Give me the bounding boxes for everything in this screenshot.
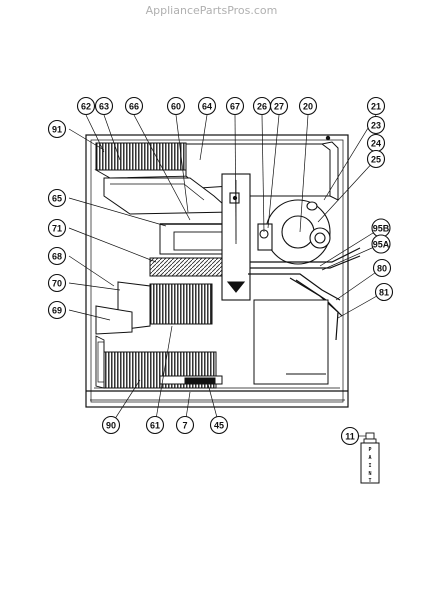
- callout-label-27: 27: [274, 102, 284, 112]
- callout-label-7: 7: [182, 421, 187, 431]
- callout-71: 71: [47, 218, 67, 238]
- callout-label-45: 45: [214, 421, 224, 431]
- callout-67: 67: [225, 96, 245, 116]
- callout-70: 70: [47, 273, 67, 293]
- callout-label-70: 70: [52, 279, 62, 289]
- callout-label-65: 65: [52, 194, 62, 204]
- callout-label-11: 11: [345, 432, 355, 442]
- callout-27: 27: [269, 96, 289, 116]
- callout-label-95B: 95B: [373, 224, 390, 234]
- callout-label-24: 24: [371, 139, 381, 149]
- callout-label-25: 25: [371, 155, 381, 165]
- callout-label-80: 80: [377, 264, 387, 274]
- paint-can-letter-p: P: [368, 447, 371, 453]
- paint-can-letter-i: I: [368, 463, 371, 469]
- callout-21: 21: [366, 96, 386, 116]
- top-shroud: [185, 141, 339, 201]
- callout-label-91: 91: [52, 125, 62, 135]
- callout-label-61: 61: [150, 421, 160, 431]
- callout-66: 66: [124, 96, 144, 116]
- callout-23: 23: [366, 115, 386, 135]
- callout-24: 24: [366, 133, 386, 153]
- callout-62: 62: [76, 96, 96, 116]
- callout-label-20: 20: [303, 102, 313, 112]
- callout-label-68: 68: [52, 252, 62, 262]
- upper-coil: [94, 142, 198, 179]
- callout-95A: 95A: [371, 234, 391, 254]
- callout-7: 7: [175, 415, 195, 435]
- paint-can: P A I N T: [360, 432, 380, 484]
- callout-80: 80: [372, 258, 392, 278]
- callout-90: 90: [101, 415, 121, 435]
- callout-label-95A: 95A: [373, 240, 390, 250]
- paint-can-letter-t: T: [368, 478, 371, 484]
- callout-45: 45: [209, 415, 229, 435]
- callout-label-60: 60: [171, 102, 181, 112]
- callout-61: 61: [145, 415, 165, 435]
- callout-81: 81: [374, 282, 394, 302]
- callout-label-66: 66: [129, 102, 139, 112]
- callout-60: 60: [166, 96, 186, 116]
- base-pan: [94, 299, 340, 389]
- callout-label-81: 81: [379, 288, 389, 298]
- callout-label-64: 64: [202, 102, 212, 112]
- callout-label-90: 90: [106, 421, 116, 431]
- paint-can-letter-a: A: [368, 455, 371, 461]
- callout-25: 25: [366, 149, 386, 169]
- callout-label-67: 67: [230, 102, 240, 112]
- refrigerant-tubing: [248, 247, 361, 341]
- callout-68: 68: [47, 246, 67, 266]
- center-divider: [221, 173, 251, 301]
- air-baffle: [103, 177, 234, 215]
- callout-label-23: 23: [371, 121, 381, 131]
- callout-label-26: 26: [257, 102, 267, 112]
- callout-11: 11: [340, 426, 360, 446]
- callout-label-21: 21: [371, 102, 381, 112]
- callout-labels: 62 63 66 60 64 67 26 27 20 21 23 24 25 91 65 71 68 70 69 95…: [47, 96, 394, 446]
- callout-95B: 95B: [371, 218, 391, 238]
- compressor: [257, 199, 331, 265]
- leader-lines: [68, 114, 385, 437]
- callout-26: 26: [252, 96, 272, 116]
- callout-69: 69: [47, 300, 67, 320]
- fan-wheel: [95, 281, 213, 335]
- callout-label-69: 69: [52, 306, 62, 316]
- callout-label-62: 62: [81, 102, 91, 112]
- callout-label-71: 71: [52, 224, 62, 234]
- callout-63: 63: [94, 96, 114, 116]
- watermark: AppliancePartsPros.com: [145, 4, 278, 17]
- callout-91: 91: [47, 119, 67, 139]
- callout-20: 20: [298, 96, 318, 116]
- callout-65: 65: [47, 188, 67, 208]
- paint-can-letter-n: N: [368, 471, 371, 477]
- callout-label-63: 63: [99, 102, 109, 112]
- callout-64: 64: [197, 96, 217, 116]
